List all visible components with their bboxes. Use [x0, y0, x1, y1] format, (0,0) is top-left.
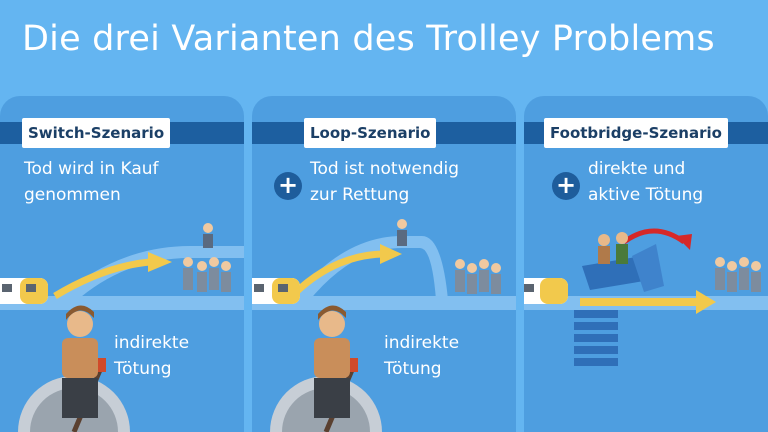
description-line: aktive Tötung: [588, 185, 704, 205]
description-line: genommen: [24, 185, 121, 205]
outcome-text: indirekte Tötung: [114, 330, 189, 382]
outcome-text: indirekte Tötung: [384, 330, 459, 382]
scenario-description: Tod wird in Kauf genommen: [24, 156, 159, 208]
scenario-description: direkte und aktive Tötung: [588, 156, 703, 208]
page-title: Die drei Varianten des Trolley Problems: [22, 19, 715, 59]
outcome-line: Tötung: [384, 359, 442, 379]
scenario-description: Tod ist notwendig zur Rettung: [310, 156, 459, 208]
description-line: Tod wird in Kauf: [24, 159, 159, 179]
loop-scene: [252, 219, 516, 432]
panel-footbridge: Footbridge-Szenario + direkte und aktive…: [524, 96, 768, 432]
plus-icon: +: [552, 172, 580, 200]
scenario-label: Switch-Szenario: [22, 118, 171, 148]
outcome-line: Tötung: [114, 359, 172, 379]
switch-scene: [0, 223, 244, 432]
outcome-line: indirekte: [384, 333, 460, 353]
description-line: zur Rettung: [310, 185, 410, 205]
description-line: direkte und: [588, 159, 686, 179]
footbridge-scene: [524, 228, 768, 366]
panel-switch: Switch-Szenario Tod wird in Kauf genomme…: [0, 96, 244, 432]
description-line: Tod ist notwendig: [310, 159, 460, 179]
outcome-line: indirekte: [114, 333, 190, 353]
panel-loop: Loop-Szenario + Tod ist notwendig zur Re…: [252, 96, 516, 432]
plus-icon: +: [274, 172, 302, 200]
scenario-label: Loop-Szenario: [304, 118, 437, 148]
scenario-label: Footbridge-Szenario: [544, 118, 728, 148]
